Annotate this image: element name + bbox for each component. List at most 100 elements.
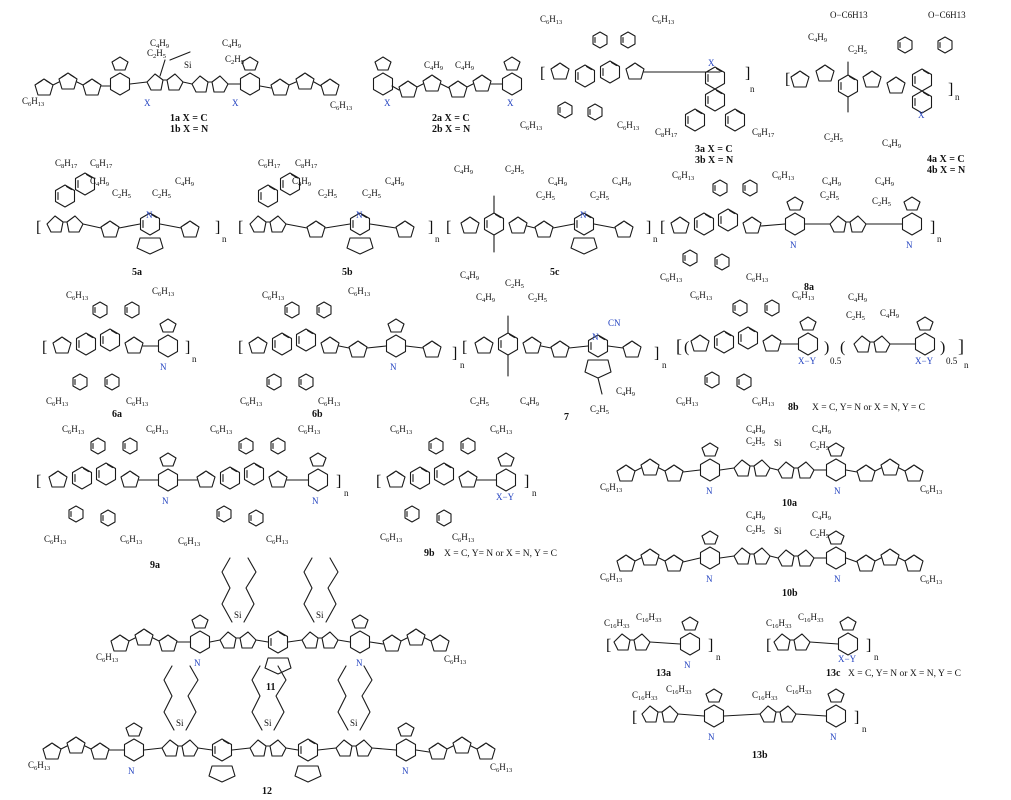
label-c8h17: C8H17 [55, 158, 78, 170]
caption-8b: 8b [788, 402, 799, 413]
label-c6h13: C6H13 [444, 654, 466, 666]
label-c6h13: C6H13 [318, 396, 340, 408]
label-c2h5: C2H5 [590, 190, 609, 202]
compound-4: [ ] [785, 36, 953, 114]
label-si: Si [774, 526, 782, 536]
label-cn: CN [608, 318, 621, 328]
label-c16h33: C16H33 [786, 684, 812, 696]
caption-7: 7 [564, 412, 569, 423]
note-8b: X = C, Y= N or X = N, Y = C [812, 403, 925, 413]
label-n: N [708, 732, 715, 742]
label-c6h13: C6H13 [652, 14, 674, 26]
label-c6h13: C6H13 [178, 536, 200, 548]
label-c4h9: C4H9 [175, 176, 194, 188]
svg-text:]: ] [524, 473, 529, 490]
note-13c: X = C, Y= N or X = N, Y = C [848, 669, 961, 679]
label-n-sub: n [653, 234, 658, 244]
svg-text:]: ] [646, 219, 651, 236]
label-c6h13: C6H13 [540, 14, 562, 26]
compound-1 [34, 51, 340, 96]
label-c4h9: C4H9 [612, 176, 631, 188]
label-c8h17: C8H17 [752, 127, 775, 139]
label-c2h5: C2H5 [318, 188, 337, 200]
label-c6h13: C6H13 [672, 170, 694, 182]
label-si: Si [774, 438, 782, 448]
label-n: N [128, 766, 135, 776]
compound-3: [ ] [540, 31, 750, 132]
svg-text:[: [ [632, 709, 637, 726]
svg-text:[: [ [766, 637, 771, 654]
svg-text:(: ( [684, 339, 689, 356]
label-c6h13: C6H13 [152, 286, 174, 298]
caption-11: 11 [266, 682, 275, 693]
svg-text:[: [ [238, 339, 243, 356]
label-si: Si [350, 718, 358, 728]
label-c2h5: C2H5 [147, 48, 166, 60]
label-o-c6h13: O−C6H13 [830, 10, 868, 20]
label-c4h9: C4H9 [90, 176, 109, 188]
svg-text:): ) [940, 339, 945, 356]
label-n: N [592, 332, 599, 342]
svg-text:]: ] [654, 345, 659, 362]
label-n: N [834, 574, 841, 584]
label-n-sub: n [862, 724, 867, 734]
label-c2h5: C2H5 [470, 396, 489, 408]
label-n: N [580, 210, 587, 220]
label-c4h9: C4H9 [548, 176, 567, 188]
svg-text:): ) [824, 339, 829, 356]
label-si: Si [316, 610, 324, 620]
svg-text:[: [ [376, 473, 381, 490]
label-n-sub: n [662, 360, 667, 370]
label-c6h13: C6H13 [298, 424, 320, 436]
compound-7: [ ] [462, 315, 659, 395]
label-c4h9: C4H9 [476, 292, 495, 304]
label-c6h13: C6H13 [617, 120, 639, 132]
label-n: N [312, 496, 319, 506]
caption-5b: 5b [342, 267, 353, 278]
label-c6h13: C6H13 [390, 424, 412, 436]
caption-1b: 1b X = N [170, 124, 209, 135]
compound-13c: [ ] [766, 616, 871, 656]
caption-12: 12 [262, 786, 272, 797]
label-c2h5: C2H5 [112, 188, 131, 200]
label-c4h9: C4H9 [822, 176, 841, 188]
label-n-sub: n [937, 234, 942, 244]
label-c8h17: C8H17 [295, 158, 318, 170]
label-c6h13: C6H13 [330, 100, 352, 112]
compound-12 [42, 665, 496, 783]
label-n: N [356, 210, 363, 220]
compound-13a: [ ] [606, 616, 713, 656]
label-c16h33: C16H33 [798, 612, 824, 624]
caption-6b: 6b [312, 409, 323, 420]
svg-text:]: ] [452, 345, 457, 362]
label-c2h5: C2H5 [536, 190, 555, 202]
label-c4h9: C4H9 [460, 270, 479, 282]
label-c6h13: C6H13 [262, 290, 284, 302]
compound-9b: [ ] [376, 437, 529, 527]
label-x: X [918, 110, 925, 120]
svg-text:]: ] [948, 81, 953, 98]
svg-text:]: ] [854, 709, 859, 726]
label-n-sub: n [460, 360, 465, 370]
caption-3a: 3a X = C [695, 144, 733, 155]
label-n-sub: n [435, 234, 440, 244]
caption-4b: 4b X = N [927, 165, 966, 176]
caption-13a: 13a [656, 668, 671, 679]
label-n-sub: n [955, 92, 960, 102]
compound-5a: [ ] [36, 172, 220, 255]
label-c6h13: C6H13 [490, 762, 512, 774]
compound-10a [616, 442, 924, 482]
label-c2h5: C2H5 [505, 164, 524, 176]
label-n: N [706, 486, 713, 496]
caption-10b: 10b [782, 588, 798, 599]
label-c16h33: C16H33 [666, 684, 692, 696]
label-c4h9: C4H9 [150, 38, 169, 50]
label-n: N [684, 660, 691, 670]
label-c6h13: C6H13 [120, 534, 142, 546]
label-c2h5: C2H5 [505, 278, 524, 290]
svg-text:[: [ [606, 637, 611, 654]
label-n-sub: n [750, 84, 755, 94]
svg-text:]: ] [958, 336, 964, 356]
compound-5b: [ ] [238, 172, 433, 255]
